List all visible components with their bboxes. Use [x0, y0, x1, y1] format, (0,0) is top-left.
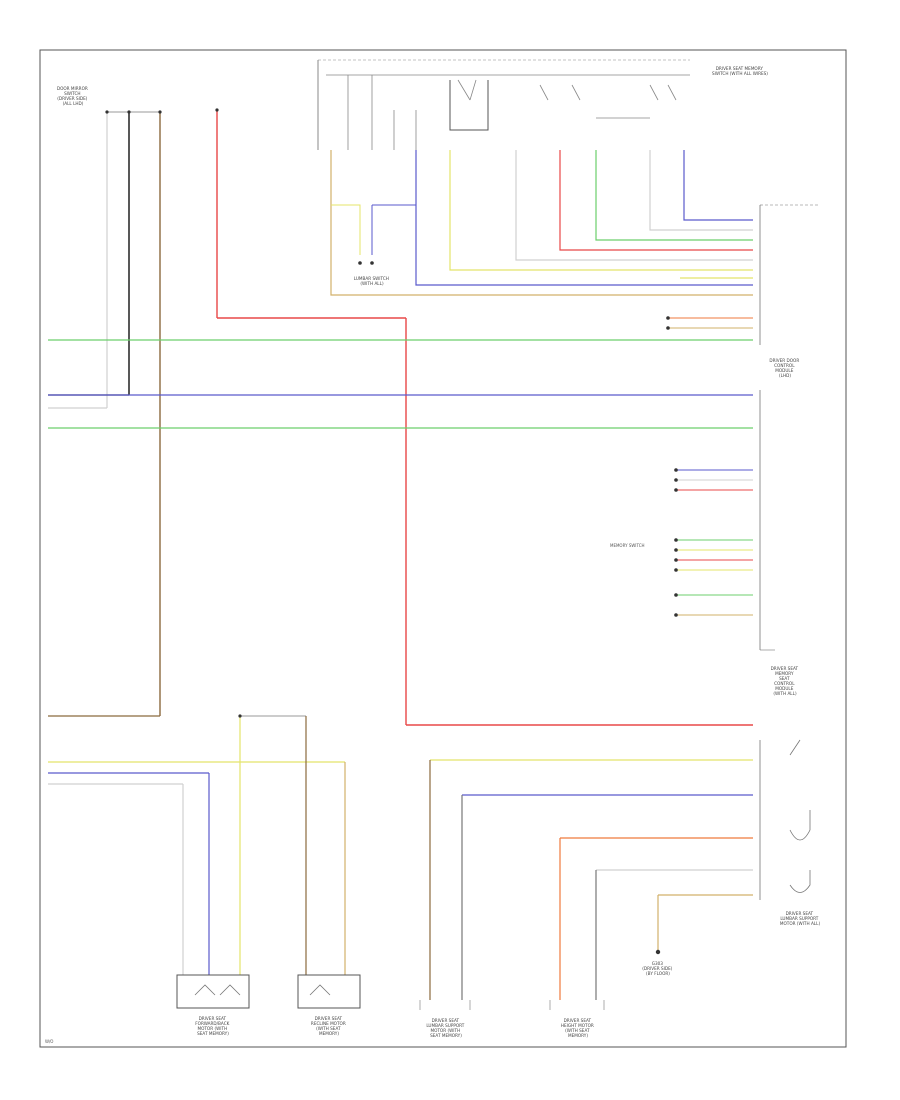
bottom-motor-1-label: DRIVER SEAT FORWARD/BACK MOTOR (WITH SEA…: [195, 1016, 230, 1036]
footer-page-label: W/O: [45, 1039, 53, 1044]
door-mirror-switch-label: DOOR MIRROR SWITCH (DRIVER SIDE) (ALL LH…: [57, 86, 89, 106]
memory-switch-label: MEMORY SWITCH: [610, 543, 645, 548]
lumbar-switch-sub-label: LUMBAR SWITCH (WITH ALL): [354, 276, 391, 286]
seat-control-module-label: DRIVER SEAT MEMORY SEAT CONTROL MODULE (…: [771, 666, 800, 696]
ground-g303: [655, 895, 661, 955]
red-power-wire: [215, 108, 753, 726]
switch-to-module-wires: [330, 150, 753, 296]
bottom-motor-wires: [48, 714, 597, 1000]
horizontal-wires: [48, 339, 753, 429]
control-module-label: DRIVER DOOR CONTROL MODULE (LHD): [769, 358, 800, 378]
bottom-motor-4-label: DRIVER SEAT HEIGHT MOTOR (WITH SEAT MEMO…: [561, 1018, 595, 1038]
bottom-motor-boxes: [176, 974, 605, 1010]
bottom-motor-2-label: DRIVER SEAT RECLINE MOTOR (WITH SEAT MEM…: [311, 1016, 347, 1036]
bottom-motor-3-label: DRIVER SEAT LUMBAR SUPPORT MOTOR (WITH S…: [426, 1018, 465, 1038]
diagram-frame: [39, 49, 847, 1048]
lumbar-motor-right-label: DRIVER SEAT LUMBAR SUPPORT MOTOR (WITH A…: [780, 911, 821, 926]
ground-label: G303 (DRIVER SIDE) (BY FLOOR): [642, 961, 674, 976]
lumbar-switch: [430, 739, 811, 900]
seat-memory-switch-block: [317, 59, 690, 150]
control-module-connector: [666, 204, 820, 651]
seat-memory-switch-label: DRIVER SEAT MEMORY SWITCH (WITH ALL WIRE…: [712, 66, 768, 76]
left-vertical-wires: [48, 110, 162, 717]
